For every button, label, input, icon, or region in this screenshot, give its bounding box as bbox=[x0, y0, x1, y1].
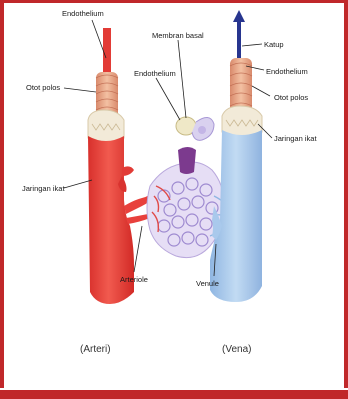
artery-branch-upper bbox=[122, 166, 134, 176]
caption-vein: (Vena) bbox=[222, 344, 251, 355]
bottom-border-gap bbox=[0, 388, 348, 390]
label-endothelium-vein: Endothelium bbox=[266, 67, 308, 76]
label-jaringan-ikat-vein: Jaringan ikat bbox=[274, 134, 317, 143]
basement-membrane-cell bbox=[198, 126, 206, 134]
vein-connective-tissue bbox=[222, 106, 262, 136]
label-endothelium-capillary: Endothelium bbox=[134, 69, 176, 78]
vein-valve-shaft bbox=[237, 18, 241, 60]
bottom-border bbox=[0, 390, 348, 399]
label-jaringan-ikat-artery: Jaringan ikat bbox=[22, 184, 65, 193]
label-otot-polos-vein: Otot polos bbox=[274, 93, 308, 102]
caption-artery: (Arteri) bbox=[80, 344, 111, 355]
label-venule: Venule bbox=[196, 279, 219, 288]
vein-valve-arrowhead bbox=[233, 10, 245, 22]
left-border bbox=[0, 0, 4, 399]
label-endothelium-artery: Endothelium bbox=[62, 9, 104, 18]
label-membran-basal: Membran basal bbox=[152, 31, 204, 40]
top-border bbox=[0, 0, 348, 3]
right-border bbox=[344, 0, 348, 399]
vein bbox=[210, 10, 262, 302]
label-arteriole: Arteriole bbox=[120, 275, 148, 284]
label-otot-polos-artery: Otot polos bbox=[26, 83, 60, 92]
arteriole-branch bbox=[126, 214, 150, 224]
capillary-tube bbox=[178, 147, 196, 174]
label-katup: Katup bbox=[264, 40, 284, 49]
